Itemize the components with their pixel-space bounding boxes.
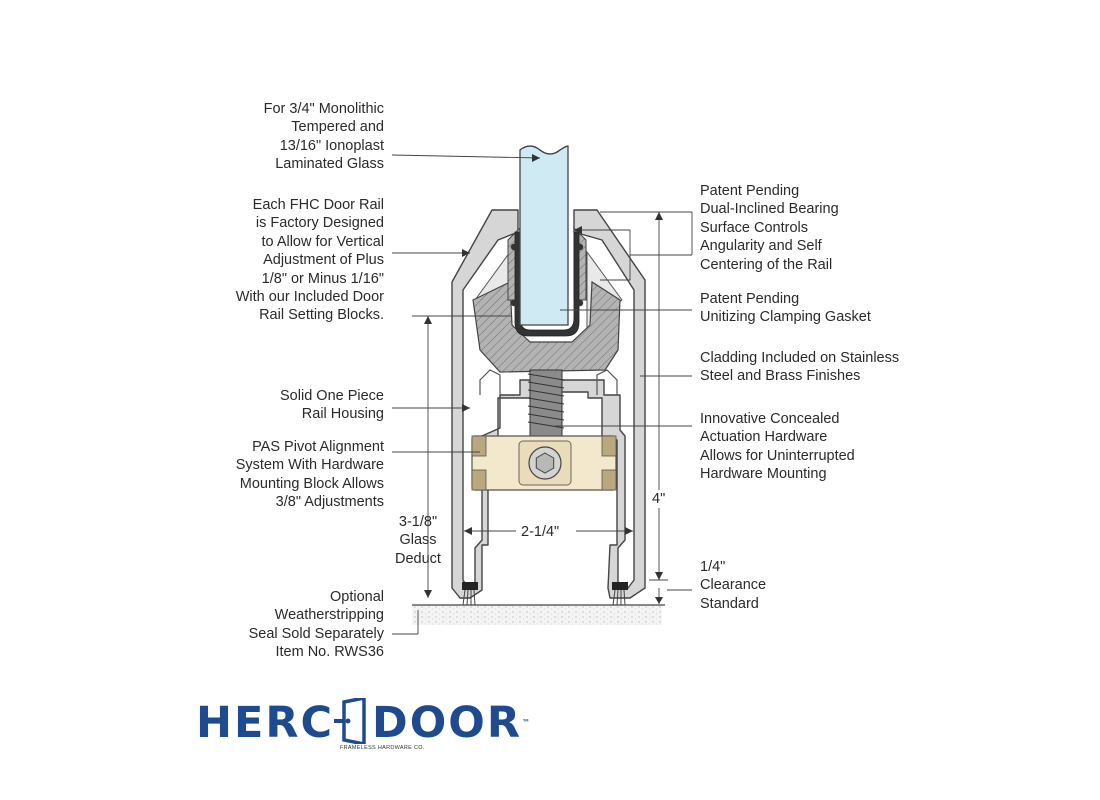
callout-rail-housing: Solid One Piece Rail Housing (280, 388, 384, 423)
callout-actuation-hardware: Innovative Concealed Actuation Hardware … (700, 411, 855, 483)
weatherstrip-seals (462, 582, 628, 606)
callout-door-rail: Each FHC Door Rail is Factory Designed t… (235, 197, 384, 324)
callout-glass-deduct: 3-1/8" Glass Deduct (395, 514, 441, 567)
leader-lines (391, 154, 693, 635)
callout-weatherstripping: Optional Weatherstripping Seal Sold Sepa… (248, 589, 384, 661)
glass-panel (519, 145, 569, 326)
herc-door-logo: HERC DOOR™ (196, 698, 530, 748)
dimension-width-label: 2-1/4" (521, 524, 560, 540)
callout-clamping-gasket: Patent Pending Unitizing Clamping Gasket (700, 291, 871, 326)
clamping-gasket (472, 226, 621, 373)
floor (412, 604, 665, 625)
callout-cladding: Cladding Included on Stainless Steel and… (700, 350, 900, 385)
callout-clearance: 1/4" Clearance Standard (700, 559, 767, 612)
dimension-arrows (424, 154, 663, 604)
threaded-rod (527, 369, 565, 437)
dimension-height-label: 4" (651, 490, 667, 509)
logo-trademark: ™ (521, 718, 530, 727)
logo-text-herc: HERC (196, 698, 335, 748)
dimension-lines (412, 211, 668, 604)
door-icon (334, 698, 372, 744)
logo-subtitle: FRAMELESS HARDWARE CO. (340, 745, 425, 751)
hardware-mounting-block (471, 435, 617, 491)
callout-glass: For 3/4" Monolithic Tempered and 13/16" … (263, 101, 384, 173)
callout-pas: PAS Pivot Alignment System With Hardware… (235, 439, 384, 511)
logo-text-door: DOOR (372, 698, 522, 748)
callout-bearing-surface: Patent Pending Dual-Inclined Bearing Sur… (700, 183, 839, 273)
